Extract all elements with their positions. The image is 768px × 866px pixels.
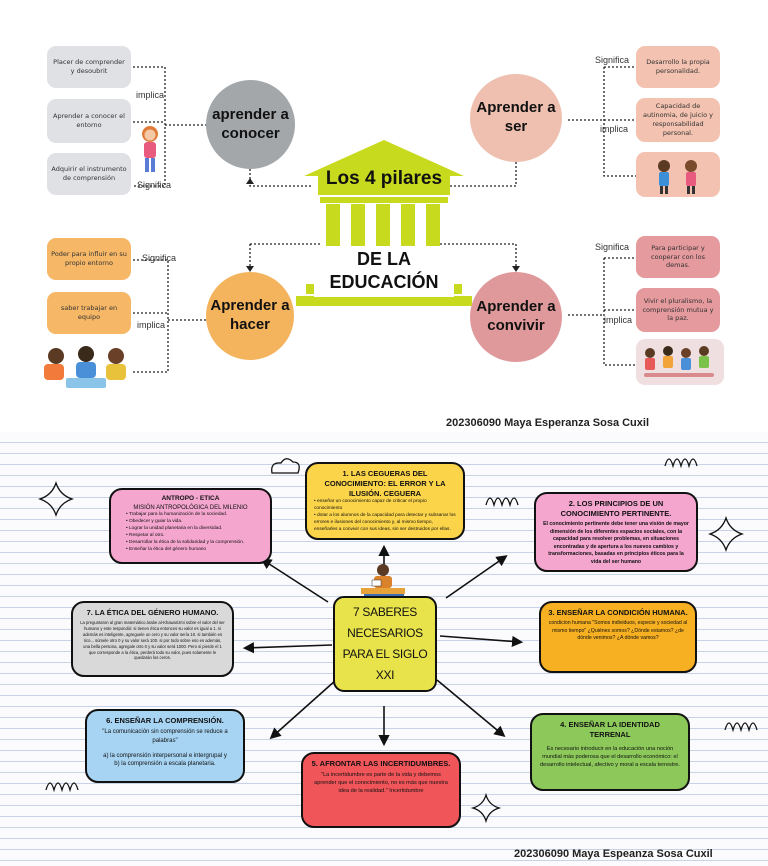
card-identidad-terrenal: 4. ENSEÑAR LA IDENTIDAD TERRENAL Es nece…: [530, 713, 690, 791]
diagram-subtitle: DE LA EDUCACIÓN: [314, 246, 454, 297]
card-bullet: Trabajar para la humanización de la soci…: [126, 512, 263, 519]
card-cegueras: 1. LAS CEGUERAS DEL CONOCIMIENTO: EL ERR…: [305, 462, 465, 540]
center-title: 7 SABERES NECESARIOS PARA EL SIGLO XXI: [333, 596, 437, 692]
card-title: 1. LAS CEGUERAS DEL CONOCIMIENTO: EL ERR…: [324, 469, 446, 499]
signature: 202306090 Maya Esperanza Sosa Cuxil: [446, 417, 650, 429]
diagram-title: Los 4 pilares: [325, 168, 443, 189]
card-antropo-etica: ANTROPO - ETICA MISIÓN ANTROPOLÓGICA DEL…: [109, 488, 272, 564]
card-etica-genero: 7. LA ÉTICA DEL GÉNERO HUMANO. La pregun…: [71, 601, 234, 677]
card-title: ANTROPO - ETICA: [161, 495, 220, 502]
pillar-conocer: aprender a conocer: [206, 80, 295, 169]
signature: 202306090 Maya Espeanza Sosa Cuxil: [514, 848, 713, 860]
card-bullet: Desarrollar la ética de la solidaridad y…: [126, 540, 263, 547]
card-condicion-humana: 3. ENSEÑAR LA CONDICIÓN HUMANA. condicio…: [539, 601, 697, 673]
card-body: "La incertidumbre es parte de la vida y …: [314, 772, 448, 795]
card-body: condicion humana "Somos individuos, espe…: [548, 620, 688, 642]
conocer-item: Aprender a conocer el entorno: [47, 99, 131, 143]
pillar-convivir: Aprender a convivir: [470, 272, 562, 362]
convivir-item: Para participar y cooperar con los demas…: [636, 236, 720, 278]
convivir-item: Vivir el pluralismo, la comprensión mutu…: [636, 288, 720, 332]
group-illustration: [636, 339, 724, 385]
card-bullet: Lograr la unidad planetaria en la divers…: [126, 526, 263, 533]
card-comprension: 6. ENSEÑAR LA COMPRENSIÓN. "La comunicac…: [85, 709, 245, 783]
card-bullet: Respetar al otro.: [126, 533, 263, 540]
pillar-ser: Aprender a ser: [470, 74, 562, 162]
card-title: 6. ENSEÑAR LA COMPRENSIÓN.: [106, 716, 224, 725]
card-title: 5. AFRONTAR LAS INCERTIDUMBRES.: [311, 759, 451, 768]
convivir-label: Significa: [595, 242, 630, 252]
card-bullet: dotar a los alumnos de la capacidad para…: [314, 513, 456, 534]
ser-item: Desarrollo la propia personalidad.: [636, 46, 720, 88]
card-body: El conocimiento pertinente debe tener un…: [543, 521, 689, 565]
hacer-label: Significa: [142, 253, 177, 263]
card-item: a) la comprensión interpersonal e interg…: [103, 752, 227, 759]
four-pillars-diagram: Los 4 pilares DE LA EDUCACIÓN aprender a…: [0, 0, 768, 432]
hacer-item: saber trabajar en equipo: [47, 292, 131, 334]
kids-illustration: [636, 152, 720, 197]
card-bullet: Enseñar la ética del género humano: [126, 547, 263, 554]
convivir-label: implica: [604, 315, 633, 325]
conocer-item: Adquirir el instrumento de comprensión: [47, 153, 131, 195]
card-body: La preguntaron al gran matemático árabe …: [80, 620, 225, 661]
girl-illustration: [134, 122, 164, 178]
card-subtitle: MISIÓN ANTROPOLÓGICA DEL MILENIO: [133, 504, 248, 511]
card-title: 7. LA ÉTICA DEL GÉNERO HUMANO.: [86, 608, 219, 617]
hacer-item: Poder para influir en su propio entorno: [47, 238, 131, 280]
hacer-label: implica: [137, 320, 166, 330]
card-incertidumbres: 5. AFRONTAR LAS INCERTIDUMBRES. "La ince…: [301, 752, 461, 828]
ser-item: Capacidad de autinomia, de juicio y resp…: [636, 98, 720, 142]
card-title: 3. ENSEÑAR LA CONDICIÓN HUMANA.: [548, 608, 688, 617]
pillar-hacer: Aprender a hacer: [206, 272, 294, 360]
card-item: b) la comprensión a escala planetaria.: [114, 761, 216, 768]
conocer-item: Placer de comprender y desoubrit: [47, 46, 131, 88]
card-title: 2. LOS PRINCIPIOS DE UN CONOCIMIENTO PER…: [560, 499, 672, 519]
card-body: Es necesario introducir en la educación …: [540, 746, 680, 769]
card-body: "La comunicación sin comprensión se redu…: [102, 729, 228, 744]
conocer-label: Significa: [137, 180, 172, 190]
card-title: 4. ENSEÑAR LA IDENTIDAD TERRENAL: [560, 720, 660, 740]
children-illustration: [36, 340, 134, 392]
card-conocimiento-pertinente: 2. LOS PRINCIPIOS DE UN CONOCIMIENTO PER…: [534, 492, 698, 572]
card-bullet: enseñar un conocimiento capaz de critica…: [314, 499, 456, 513]
conocer-label: implica: [136, 90, 165, 100]
ser-label: Significa: [595, 55, 630, 65]
ser-label: implica: [600, 124, 629, 134]
card-bullet: Obedecer y guiar la vida.: [126, 519, 263, 526]
